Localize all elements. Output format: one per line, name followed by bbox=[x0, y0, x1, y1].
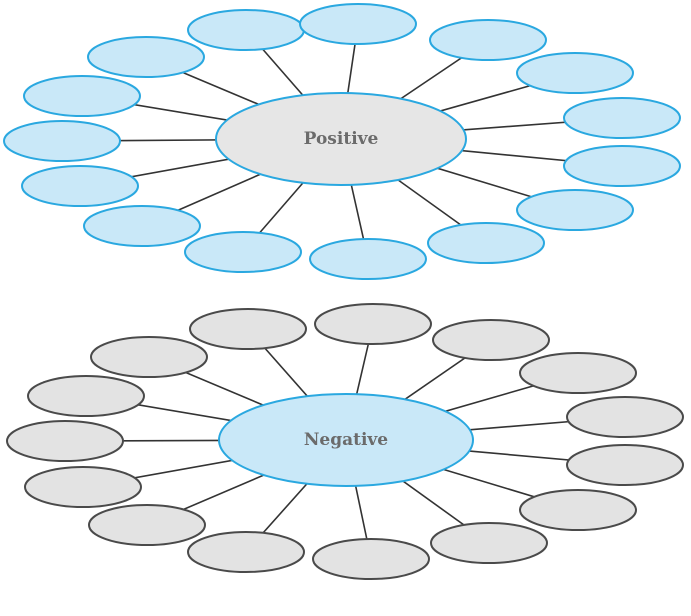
negative-bubble-13 bbox=[6, 420, 124, 462]
positive-bubble-5 bbox=[563, 97, 681, 139]
positive-bubble-12 bbox=[21, 165, 139, 207]
negative-bubbles bbox=[6, 303, 684, 580]
positive-hub bbox=[215, 92, 467, 186]
negative-hub bbox=[218, 393, 474, 487]
positive-hub-label: Positive bbox=[304, 129, 379, 149]
positive-web: Positive bbox=[3, 3, 681, 280]
negative-bubble-14 bbox=[27, 375, 145, 417]
positive-bubbles bbox=[3, 3, 681, 280]
negative-web: Negative bbox=[6, 303, 684, 580]
negative-bubble-11 bbox=[88, 504, 206, 546]
positive-bubble-2 bbox=[299, 3, 417, 45]
negative-bubble-1 bbox=[189, 308, 307, 350]
positive-bubble-7 bbox=[516, 189, 634, 231]
positive-bubble-4 bbox=[516, 52, 634, 94]
positive-bubble-14 bbox=[23, 75, 141, 117]
negative-bubble-2 bbox=[314, 303, 432, 345]
negative-hub-label: Negative bbox=[304, 430, 388, 450]
positive-bubble-13 bbox=[3, 120, 121, 162]
negative-bubble-8 bbox=[430, 522, 548, 564]
positive-bubble-10 bbox=[184, 231, 302, 273]
positive-bubble-9 bbox=[309, 238, 427, 280]
positive-bubble-3 bbox=[429, 19, 547, 61]
positive-bubble-1 bbox=[187, 9, 305, 51]
positive-bubble-6 bbox=[563, 145, 681, 187]
negative-bubble-9 bbox=[312, 538, 430, 580]
negative-bubble-10 bbox=[187, 531, 305, 573]
negative-bubble-4 bbox=[519, 352, 637, 394]
negative-bubble-12 bbox=[24, 466, 142, 508]
negative-bubble-5 bbox=[566, 396, 684, 438]
positive-bubble-11 bbox=[83, 205, 201, 247]
positive-bubble-8 bbox=[427, 222, 545, 264]
negative-bubble-3 bbox=[432, 319, 550, 361]
negative-bubble-7 bbox=[519, 489, 637, 531]
negative-bubble-15 bbox=[90, 336, 208, 378]
positive-bubble-15 bbox=[87, 36, 205, 78]
negative-bubble-6 bbox=[566, 444, 684, 486]
